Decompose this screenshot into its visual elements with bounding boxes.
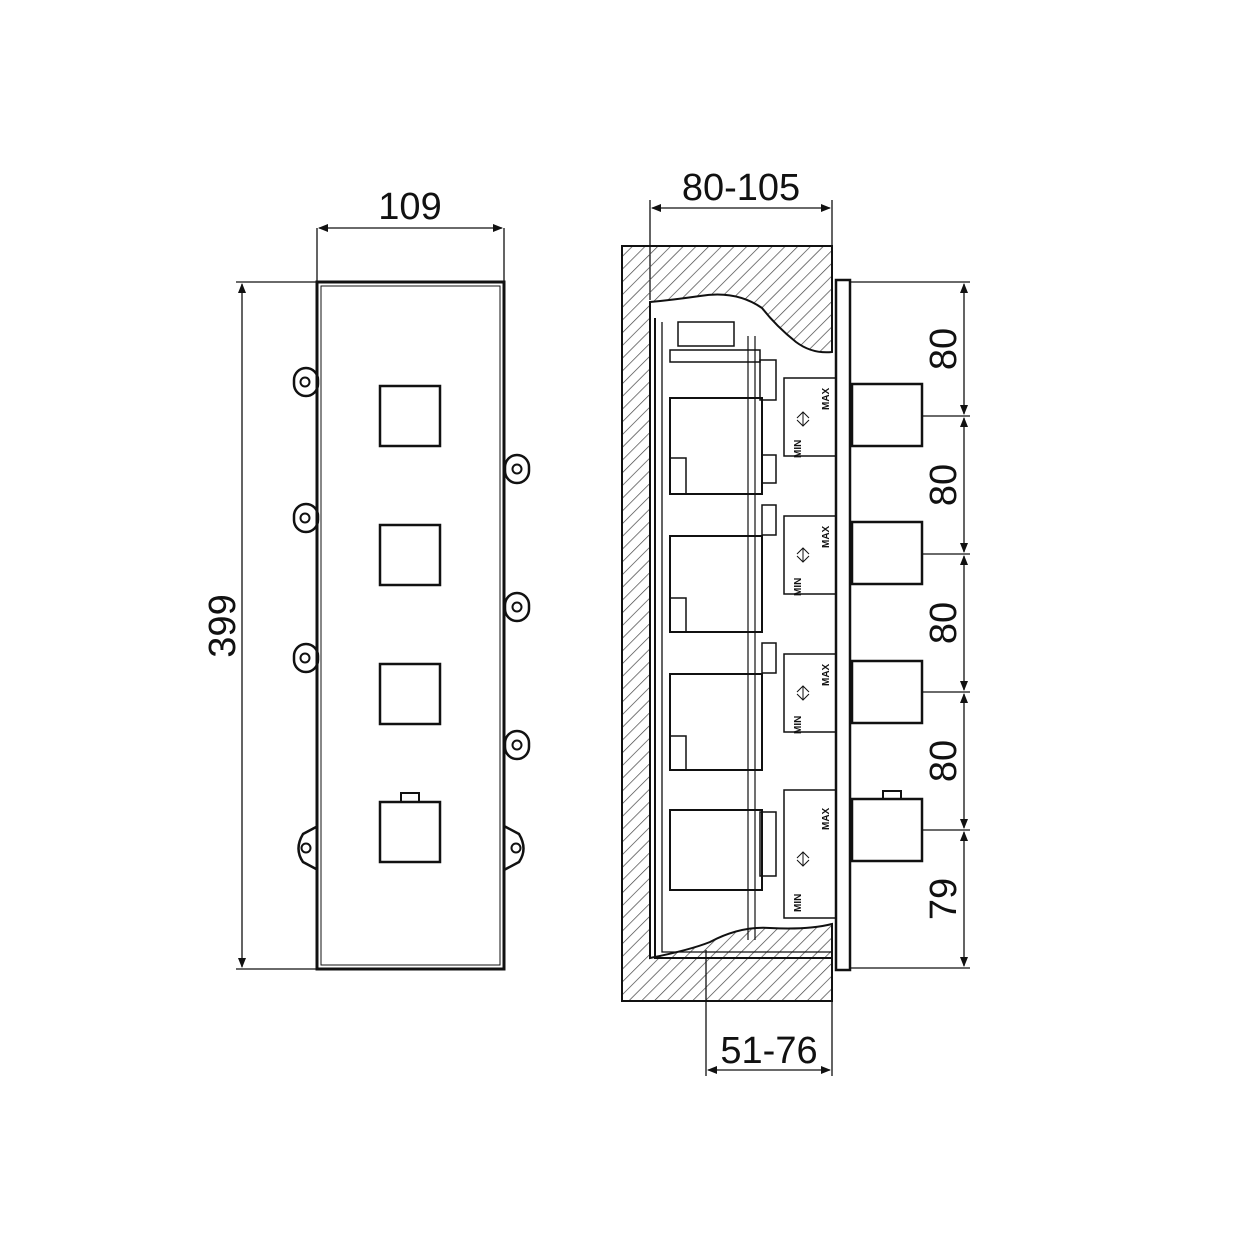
side-knobs (850, 382, 924, 863)
knob-1 (378, 384, 442, 448)
front-knobs (378, 384, 442, 864)
side-knob-2 (850, 520, 924, 586)
valve-housing (654, 318, 832, 959)
min-label-4: MIN (793, 894, 804, 912)
cartridge-1 (669, 377, 837, 495)
max-label-2: MAX (821, 525, 832, 548)
spacing-label-3: 80 (923, 602, 965, 644)
cartridge-2 (669, 504, 837, 633)
spacing-label-2: 80 (923, 464, 965, 506)
min-label-1: MIN (793, 440, 804, 458)
max-label-3: MAX (821, 663, 832, 686)
min-label-3: MIN (793, 716, 804, 734)
lug-right-3 (503, 729, 531, 761)
side-knob-1 (850, 382, 924, 448)
front-plate-inner (320, 285, 501, 966)
height-dimension: 399 (202, 281, 318, 970)
width-dimension: 109 (316, 186, 505, 282)
spacing-label-4: 80 (923, 740, 965, 782)
lug-left-bottom (297, 824, 319, 872)
max-label-1: MAX (821, 387, 832, 410)
height-label: 399 (202, 594, 244, 657)
side-view: 80-105 (621, 167, 970, 1076)
cartridge-3 (669, 642, 837, 771)
wall-section (621, 245, 833, 1002)
side-knob-4 (850, 797, 924, 863)
spacing-dimensions: 80 80 80 80 79 (850, 281, 970, 969)
cartridge-4 (669, 789, 837, 919)
side-plate (834, 278, 852, 972)
min-label-2: MIN (793, 578, 804, 596)
side-knob-3 (850, 659, 924, 725)
lug-right-1 (503, 453, 531, 485)
lug-left-2 (292, 502, 320, 534)
knob-2 (378, 523, 442, 587)
front-plate (315, 280, 506, 971)
spacing-label-1: 80 (923, 328, 965, 370)
inset-label: 51-76 (720, 1030, 817, 1072)
min-max-markings: MIN MAX MIN MAX MIN MAX MIN MAX (793, 387, 832, 912)
knob-4-tab (400, 792, 420, 803)
lug-right-2 (503, 591, 531, 623)
inset-dimension: 51-76 (705, 950, 833, 1076)
max-label-4: MAX (821, 807, 832, 830)
knob-4 (378, 800, 442, 864)
spacing-label-5: 79 (923, 878, 965, 920)
mounting-lugs (292, 366, 531, 872)
lug-left-1 (292, 366, 320, 398)
side-knob-4-tab (882, 790, 902, 800)
lug-left-3 (292, 642, 320, 674)
knob-3 (378, 662, 442, 726)
lug-right-bottom (503, 824, 525, 872)
depth-label: 80-105 (682, 167, 800, 209)
width-label: 109 (378, 186, 441, 228)
front-view: 109 399 (202, 186, 531, 971)
